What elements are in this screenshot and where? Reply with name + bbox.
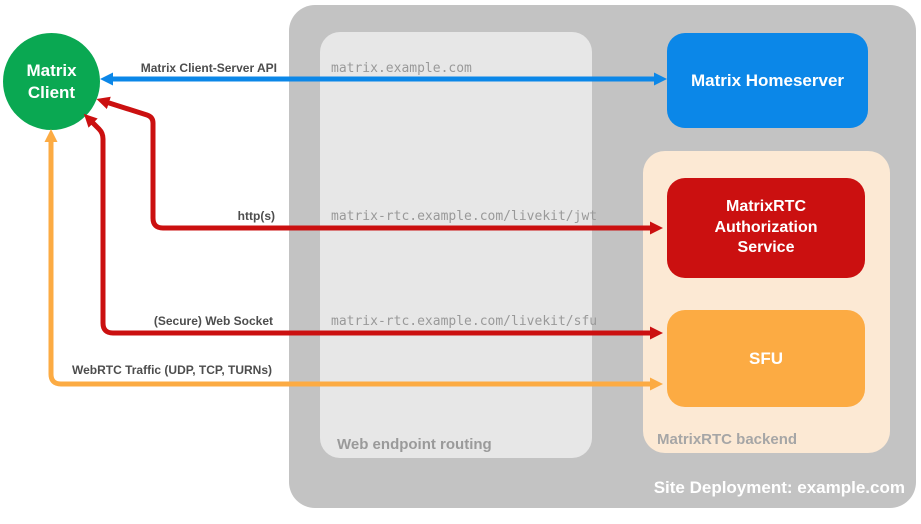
matrix-client-node: Matrix Client xyxy=(3,33,100,130)
web-endpoint-routing-panel xyxy=(320,32,592,458)
secure-websocket-arrow-label: (Secure) Web Socket xyxy=(153,314,273,328)
endpoint-url-livekit-jwt: matrix-rtc.example.com/livekit/jwt xyxy=(331,209,598,224)
site-deployment-title: Site Deployment: example.com xyxy=(653,478,905,497)
web-endpoint-routing-caption: Web endpoint routing xyxy=(337,436,492,453)
matrix-homeserver-label: Matrix Homeserver xyxy=(690,70,845,90)
endpoint-url-livekit-sfu: matrix-rtc.example.com/livekit/sfu xyxy=(331,314,598,329)
client-server-api-arrow-label: Matrix Client-Server API xyxy=(140,61,277,75)
sfu-node: SFU xyxy=(667,310,865,407)
webrtc-traffic-arrow-label: WebRTC Traffic (UDP, TCP, TURNs) xyxy=(71,363,272,377)
sfu-label: SFU xyxy=(749,348,783,368)
matrixrtc-auth-service-node: MatrixRTC Authorization Service xyxy=(667,178,865,278)
matrix-client-label: Matrix Client xyxy=(26,61,77,102)
matrix-homeserver-node: Matrix Homeserver xyxy=(667,33,868,128)
endpoint-url-homeserver: matrix.example.com xyxy=(331,61,472,76)
matrixrtc-backend-caption: MatrixRTC backend xyxy=(657,431,798,448)
https-arrow-label: http(s) xyxy=(237,209,275,223)
matrixrtc-auth-service-label: MatrixRTC Authorization Service xyxy=(714,197,818,257)
